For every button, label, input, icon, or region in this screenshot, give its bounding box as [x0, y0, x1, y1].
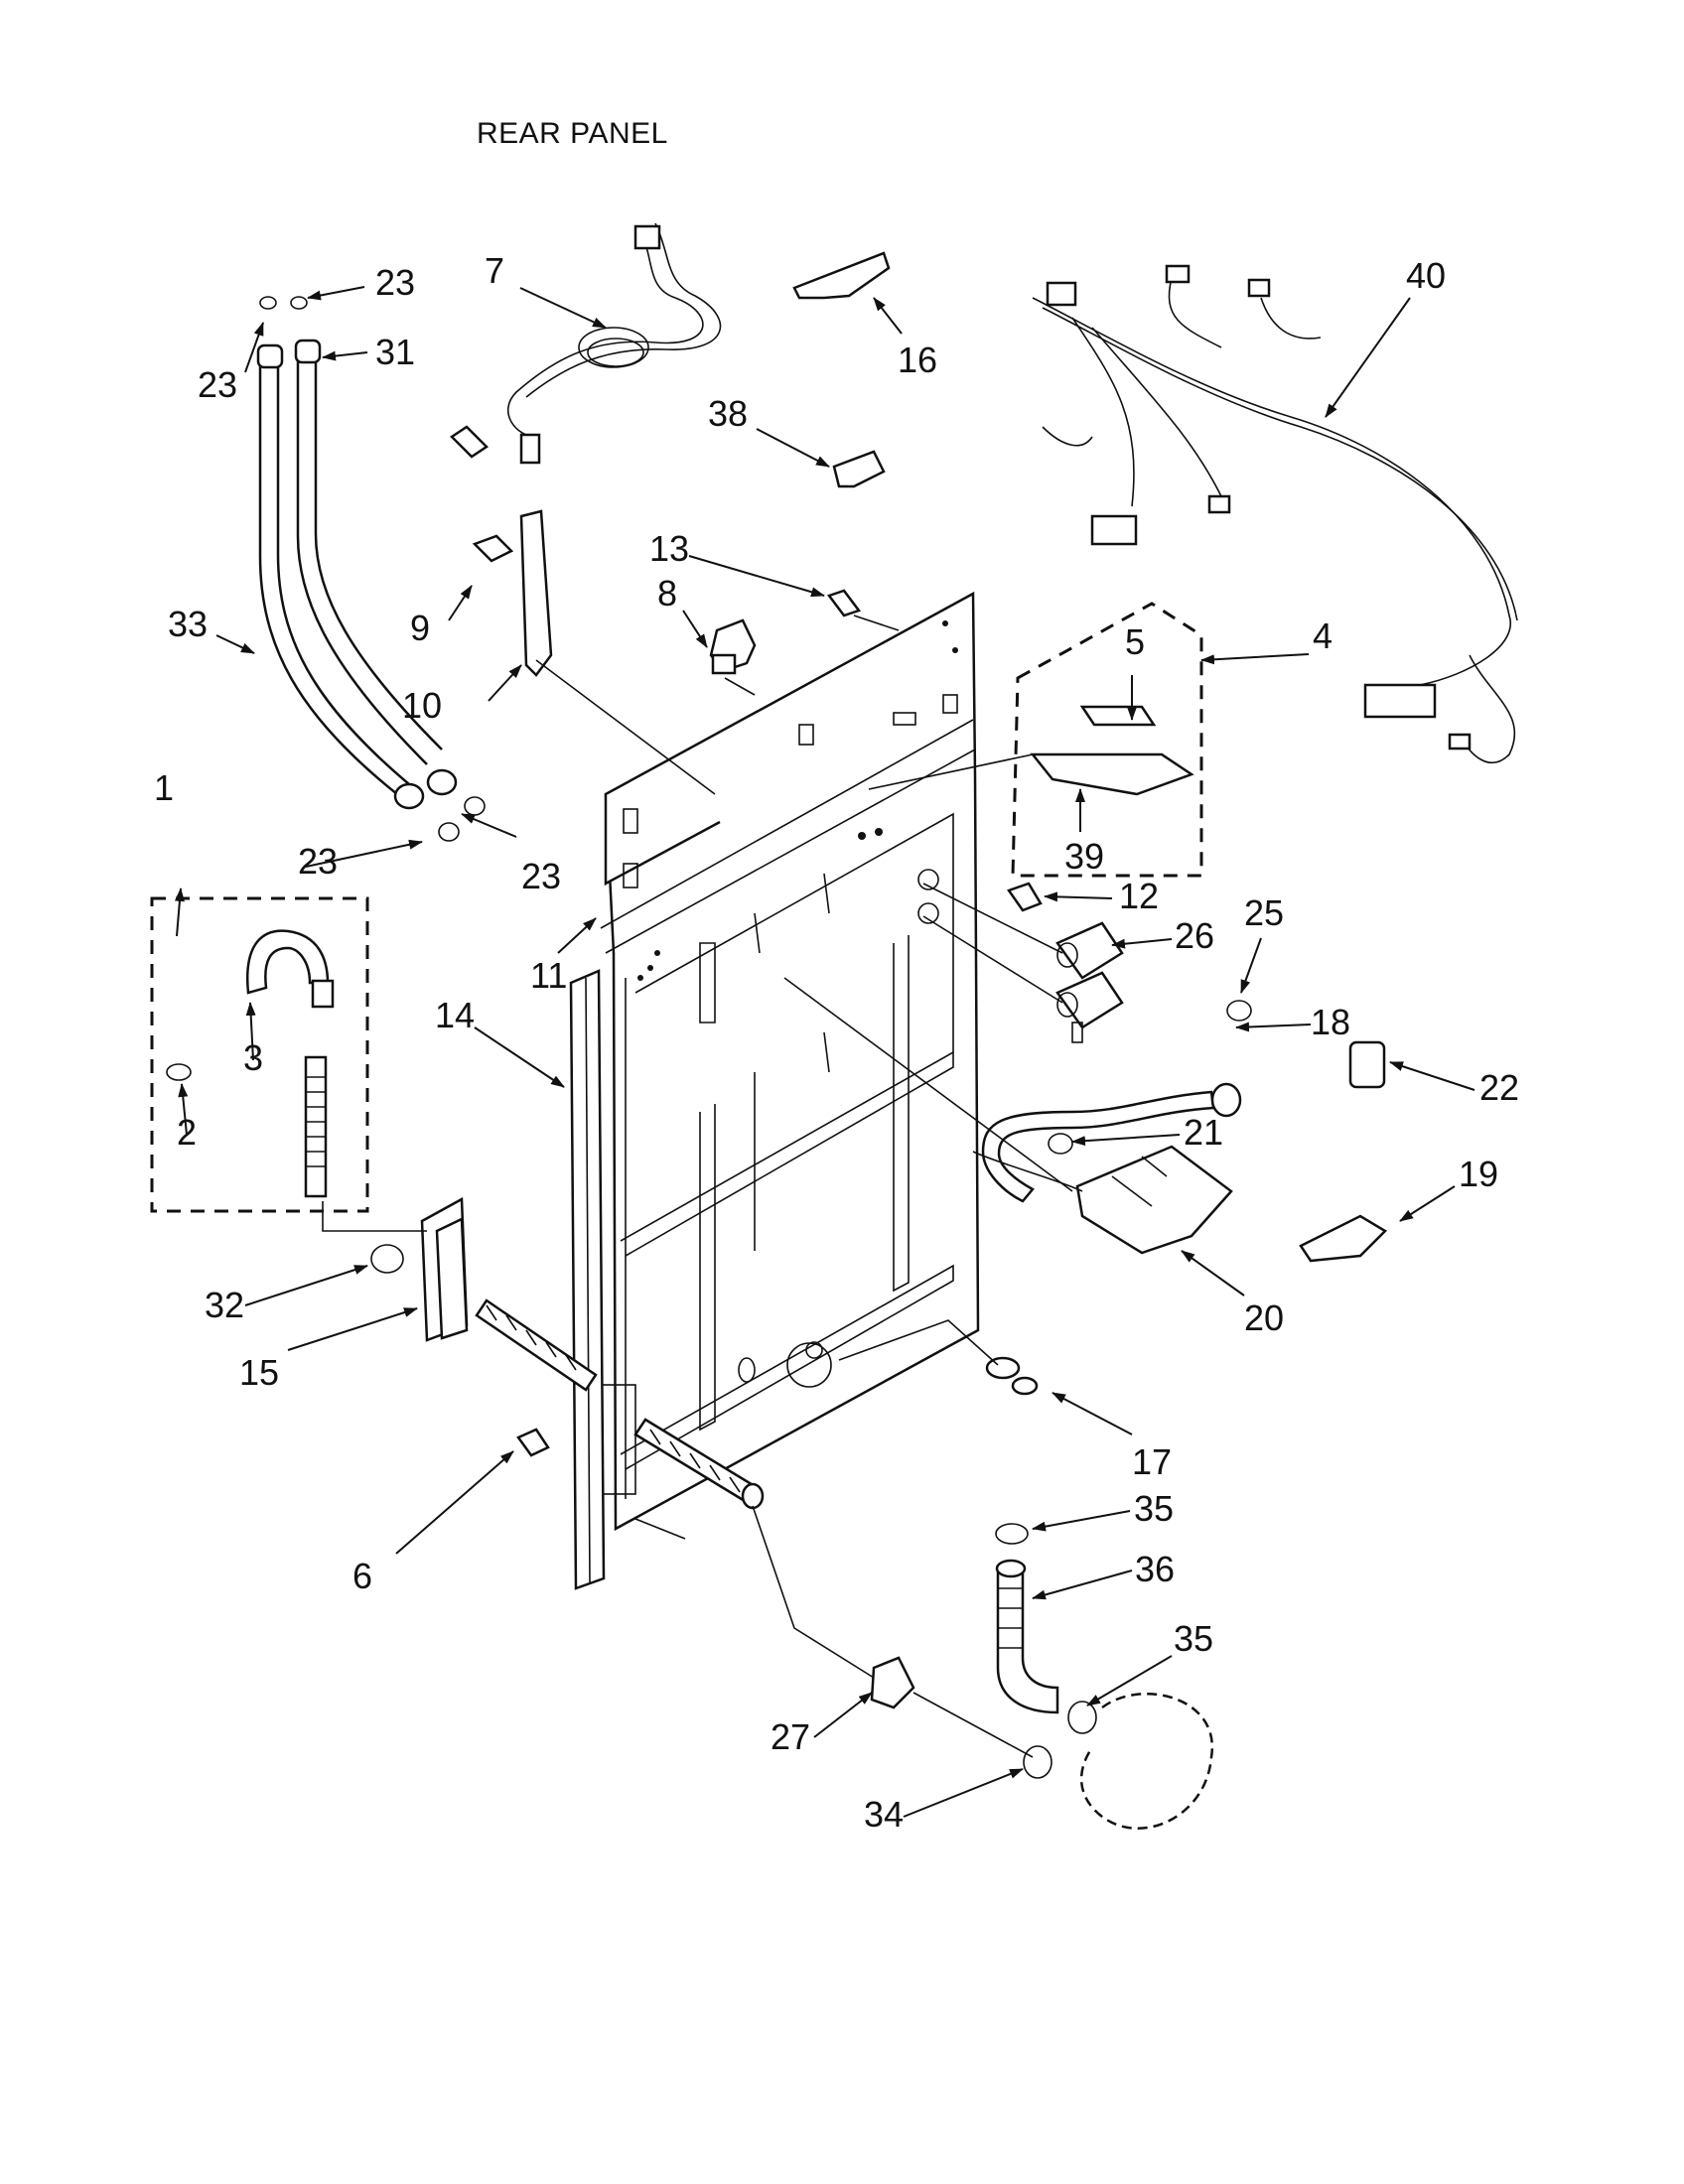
fill-hose-part	[981, 1000, 1252, 1203]
callout-1: 1	[154, 767, 174, 808]
callout-8: 8	[657, 573, 677, 614]
power-cord-part	[507, 222, 722, 465]
callout-21: 21	[1184, 1112, 1223, 1153]
callout-arrows	[174, 286, 1475, 1818]
drain-hose-part	[475, 1298, 765, 1510]
callout-31: 31	[375, 332, 415, 372]
water-valve-part	[1055, 921, 1124, 1043]
callout-26: 26	[1175, 915, 1214, 956]
callout-35-top: 35	[1134, 1488, 1174, 1529]
callout-6: 6	[352, 1556, 372, 1596]
callout-23-bottom-left: 23	[298, 841, 338, 882]
subassembly-box	[1011, 602, 1203, 878]
callout-4: 4	[1313, 615, 1333, 656]
callout-20: 20	[1244, 1297, 1284, 1338]
callout-25: 25	[1244, 892, 1284, 933]
dispenser-part	[972, 1040, 1388, 1263]
rear-panel-part	[595, 591, 980, 1532]
callout-36: 36	[1135, 1549, 1175, 1589]
drain-kit-parts	[166, 929, 335, 1198]
hardware-parts	[450, 425, 1043, 1457]
callout-11: 11	[530, 955, 567, 996]
callout-23-top-right: 23	[375, 262, 415, 303]
callout-14: 14	[435, 995, 475, 1035]
drain-hose-lower-part	[870, 1523, 1214, 1830]
callout-34: 34	[864, 1794, 904, 1835]
leader-lines	[322, 614, 1073, 1758]
callout-19: 19	[1459, 1154, 1498, 1194]
callout-23-top-left: 23	[198, 364, 237, 405]
callout-15: 15	[239, 1352, 279, 1393]
callout-17: 17	[1132, 1441, 1172, 1482]
callout-27: 27	[771, 1716, 810, 1757]
callout-10: 10	[402, 685, 442, 726]
callout-13: 13	[649, 528, 689, 569]
wire-harness-part	[1032, 264, 1518, 763]
callout-32: 32	[205, 1285, 244, 1325]
callout-5: 5	[1125, 621, 1145, 662]
callout-9: 9	[410, 608, 430, 648]
callout-40: 40	[1406, 255, 1446, 296]
drain-support-part	[370, 1196, 469, 1342]
inlet-hoses-part	[256, 296, 486, 842]
callout-38: 38	[708, 393, 748, 434]
pump-plate-part	[985, 1356, 1039, 1396]
callout-39: 39	[1064, 836, 1104, 877]
callout-18: 18	[1311, 1002, 1350, 1042]
callout-22: 22	[1479, 1067, 1519, 1108]
callout-7: 7	[485, 250, 504, 291]
callout-33: 33	[168, 604, 208, 644]
side-rail-part	[569, 969, 606, 1590]
subassembly-parts	[1030, 705, 1194, 796]
callout-labels: 1 2 3 4 5 6 7 8 9 10 11 12 13 14 15 16 1…	[154, 250, 1519, 1835]
page-title: REAR PANEL	[477, 117, 668, 150]
callout-3: 3	[243, 1037, 263, 1078]
callout-12: 12	[1119, 876, 1159, 916]
callout-2: 2	[177, 1112, 197, 1153]
drain-kit-box	[150, 896, 369, 1213]
bracket-clip-parts	[792, 251, 891, 488]
callout-35-bottom: 35	[1174, 1618, 1213, 1659]
callout-23-bottom-right: 23	[521, 856, 561, 896]
callout-16: 16	[898, 340, 937, 380]
